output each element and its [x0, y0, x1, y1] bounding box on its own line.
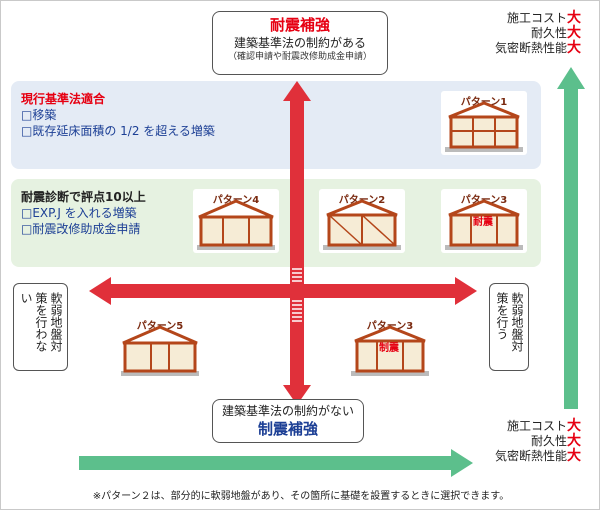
- top-box-title: 耐震補強: [269, 16, 330, 34]
- axis-top-value: 大: [567, 10, 581, 26]
- green-band-text: 耐震診断で評点10以上 □EXP.J を入れる増築 □耐震改修助成金申請: [21, 189, 146, 237]
- pattern-4-illustration: パターン4: [193, 189, 279, 253]
- house-icon: [197, 199, 275, 250]
- axis-bottom-value: 大: [567, 448, 581, 464]
- house-icon: [445, 199, 523, 250]
- red-vertical-arrowhead-up: [283, 81, 311, 101]
- axis-bottom-label: 耐久性: [530, 434, 567, 448]
- blue-band-item: □既存延床面積の 1/2 を超える増築: [21, 124, 215, 138]
- pattern-2-label: パターン2: [338, 195, 386, 206]
- axis-top-labels: 施工コスト大 耐久性大 気密断熱性能大: [471, 11, 581, 56]
- green-band-title: 耐震診断で評点10以上: [21, 190, 146, 204]
- pattern-3-seismic-illustration: パターン3 耐震: [441, 189, 527, 253]
- axis-top-label: 耐久性: [530, 26, 567, 40]
- pattern-1-label: パターン1: [460, 97, 508, 108]
- red-vertical-arrowhead-down: [283, 385, 311, 405]
- pattern-1-illustration: パターン1: [441, 91, 527, 155]
- red-horizontal-arrowhead-left: [89, 277, 111, 305]
- axis-bottom-row: 気密断熱性能大: [471, 449, 581, 464]
- pattern-3-top-label: パターン3: [460, 195, 508, 206]
- axis-top-row: 施工コスト大: [471, 11, 581, 26]
- blue-band-text: 現行基準法適合 □移築 □既存延床面積の 1/2 を超える増築: [21, 91, 215, 139]
- red-vertical-arrow-shaft: [290, 101, 304, 385]
- axis-top-row: 気密断熱性能大: [471, 41, 581, 56]
- no-soft-ground-countermeasure-box: 軟弱地盤対策を行わない: [13, 283, 68, 371]
- pattern-5-illustration: パターン5: [117, 315, 203, 379]
- pattern-3-vibration-control-illustration: パターン3 制震: [347, 315, 433, 379]
- axis-top-row: 耐久性大: [471, 26, 581, 41]
- axis-bottom-row: 耐久性大: [471, 434, 581, 449]
- house-icon: [121, 325, 199, 376]
- axis-top-value: 大: [567, 40, 581, 56]
- axis-top-value: 大: [567, 25, 581, 41]
- house-icon: [323, 199, 401, 250]
- blue-band-title: 現行基準法適合: [21, 92, 106, 106]
- blue-band-item: □移築: [21, 108, 57, 122]
- axis-bottom-label: 施工コスト: [506, 419, 567, 433]
- top-box-subtitle: 建築基準法の制約がある: [233, 36, 366, 50]
- seismic-reinforcement-box: 耐震補強 建築基準法の制約がある （確認申請や耐震改修助成金申請）: [212, 11, 388, 75]
- red-horizontal-arrow-shaft: [109, 284, 457, 298]
- axis-bottom-value: 大: [567, 418, 581, 434]
- pattern-4-label: パターン4: [212, 195, 260, 206]
- green-vertical-arrow-shaft: [564, 87, 578, 409]
- green-band-item: □耐震改修助成金申請: [21, 222, 141, 236]
- axis-bottom-value: 大: [567, 433, 581, 449]
- green-vertical-arrowhead: [557, 67, 585, 89]
- pattern-5-label: パターン5: [136, 321, 184, 332]
- arrow-center-stripes: [292, 268, 302, 322]
- axis-top-label: 施工コスト: [506, 11, 567, 25]
- green-band-item: □EXP.J を入れる増築: [21, 206, 137, 220]
- pattern-2-illustration: パターン2: [319, 189, 405, 253]
- pattern-3-bottom-sub: 制震: [379, 343, 399, 354]
- axis-bottom-label: 気密断熱性能: [494, 449, 567, 463]
- footnote: ※パターン２は、部分的に軟弱地盤があり、その箇所に基礎を設置するときに選択できま…: [92, 491, 510, 502]
- axis-bottom-row: 施工コスト大: [471, 419, 581, 434]
- pattern-3-bottom-label: パターン3: [366, 321, 414, 332]
- house-icon: [445, 101, 523, 152]
- green-horizontal-arrow-shaft: [79, 456, 453, 470]
- pattern-3-top-sub: 耐震: [473, 217, 493, 228]
- red-horizontal-arrowhead-right: [455, 277, 477, 305]
- house-icon: [351, 325, 429, 376]
- soft-ground-countermeasure-box: 軟弱地盤対策を行う: [489, 283, 529, 371]
- axis-top-label: 気密断熱性能: [494, 41, 567, 55]
- axis-bottom-labels: 施工コスト大 耐久性大 気密断熱性能大: [471, 419, 581, 464]
- top-box-note: （確認申請や耐震改修助成金申請）: [227, 52, 372, 62]
- green-horizontal-arrowhead: [451, 449, 473, 477]
- vibration-control-box: 建築基準法の制約がない 制震補強: [212, 399, 364, 443]
- bottom-box-subtitle: 建築基準法の制約がない: [221, 404, 354, 418]
- bottom-box-title: 制震補強: [257, 420, 318, 438]
